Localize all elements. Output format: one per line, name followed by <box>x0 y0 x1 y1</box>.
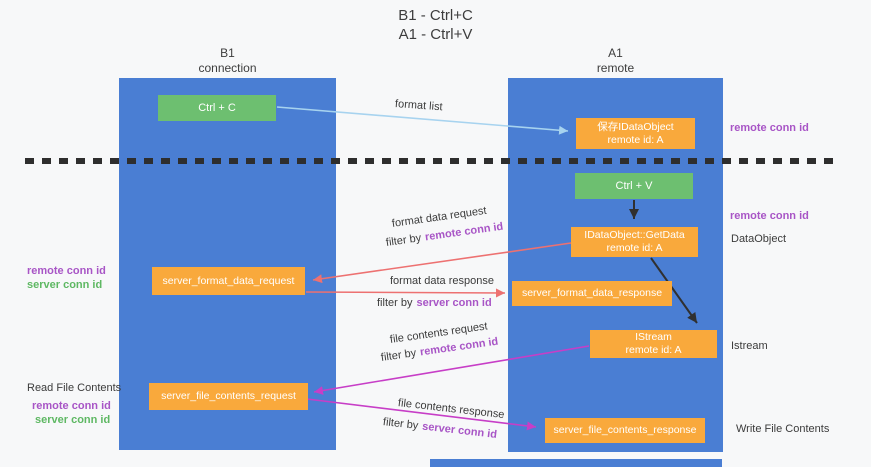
node-save-idataobject: 保存IDataObject remote id: A <box>576 118 695 149</box>
boundary-dashed-line <box>25 158 837 164</box>
node-server-file-contents-request: server_file_contents_request <box>149 383 308 410</box>
node-ctrl-c-label: Ctrl + C <box>198 101 236 114</box>
title-line-1: B1 - Ctrl+C <box>398 7 473 24</box>
label-remote-conn-id-left-bottom: remote conn id <box>32 400 111 412</box>
node-server-file-contents-response: server_file_contents_response <box>545 418 705 443</box>
lane-a1-role: remote <box>596 61 635 75</box>
label-remote-conn-id-left-mid: remote conn id <box>27 265 106 277</box>
node-istream: IStream remote id: A <box>590 330 717 358</box>
node-ctrl-v-label: Ctrl + V <box>615 179 653 192</box>
label-server-conn-id-left-mid: server conn id <box>27 279 103 291</box>
node-server-file-contents-response-label: server_file_contents_response <box>553 424 697 436</box>
filter-by-text: filter by <box>385 232 422 249</box>
node-server-format-data-response-label: server_format_data_response <box>521 287 663 299</box>
filter-by-text: filter by <box>382 416 419 432</box>
node-ctrl-c: Ctrl + C <box>158 95 276 121</box>
label-write-file-contents: Write File Contents <box>736 423 830 435</box>
lane-a1-name: A1 <box>608 46 623 60</box>
filter-by-text: filter by <box>380 347 417 364</box>
node-idataobject-getdata: IDataObject::GetData remote id: A <box>571 227 698 257</box>
node-server-file-contents-request-label: server_file_contents_request <box>161 390 296 402</box>
node-istream-line1: IStream <box>635 331 672 343</box>
filter-by-text: filter by <box>377 297 413 309</box>
label-istream: Istream <box>731 340 768 352</box>
server-conn-id-text: server conn id <box>416 297 492 309</box>
remote-conn-id-text: remote conn id <box>424 220 504 244</box>
node-idataobject-getdata-line1: IDataObject::GetData <box>584 229 685 241</box>
label-dataobject: DataObject <box>731 233 787 245</box>
label-read-file-contents: Read File Contents <box>27 382 122 394</box>
node-ctrl-v: Ctrl + V <box>575 173 693 199</box>
node-server-format-data-request: server_format_data_request <box>152 267 305 295</box>
label-remote-conn-id-mid-right: remote conn id <box>730 210 809 222</box>
label-format-list: format list <box>394 98 443 114</box>
lane-b1-role: connection <box>198 61 257 75</box>
node-istream-line2: remote id: A <box>625 344 682 356</box>
title-line-2: A1 - Ctrl+V <box>398 26 473 43</box>
node-save-idataobject-line2: remote id: A <box>607 133 664 146</box>
diagram-title: B1 - Ctrl+C A1 - Ctrl+V <box>0 6 871 44</box>
lane-header-b1: B1 connection <box>119 46 336 76</box>
server-conn-id-text: server conn id <box>421 420 498 441</box>
node-save-idataobject-line1: 保存IDataObject <box>597 120 674 133</box>
label-remote-conn-id-top-right: remote conn id <box>730 122 809 134</box>
label-format-data-response: format data response <box>390 275 494 287</box>
lane-b1-name: B1 <box>220 46 235 60</box>
label-file-contents-response: file contents response <box>397 397 506 422</box>
node-idataobject-getdata-line2: remote id: A <box>606 242 663 254</box>
partial-lane-bottom <box>430 459 722 467</box>
node-server-format-data-request-label: server_format_data_request <box>162 274 295 287</box>
lane-header-a1: A1 remote <box>508 46 723 76</box>
node-server-format-data-response: server_format_data_response <box>512 281 672 306</box>
label-server-conn-id-left-bottom: server conn id <box>35 414 111 426</box>
